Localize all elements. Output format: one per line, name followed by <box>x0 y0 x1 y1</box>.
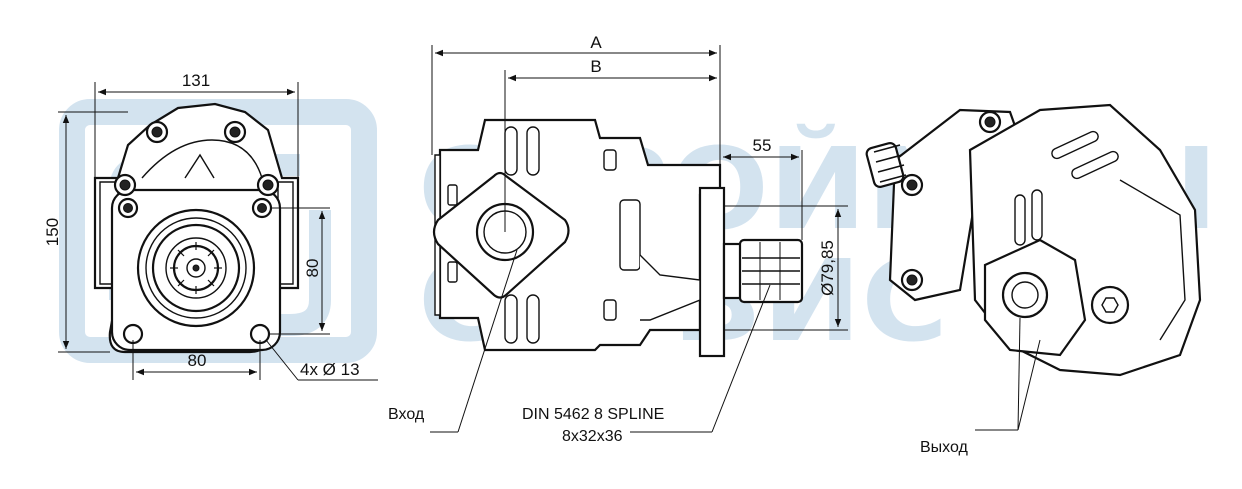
dim-80-horizontal-label: 80 <box>188 351 207 370</box>
dim-b: B <box>504 57 717 232</box>
iso-side-face <box>1119 179 1186 341</box>
spline-callout-line1: DIN 5462 8 SPLINE <box>522 406 664 423</box>
dim-a: A <box>431 33 721 185</box>
holes-callout: 4x Ø 13 <box>265 339 378 381</box>
side-ribs <box>447 126 641 344</box>
outlet-callout: Выход <box>920 317 1041 456</box>
side-mount-flange <box>698 186 726 358</box>
dim-55: 55 <box>723 136 803 240</box>
side-mount-bracket <box>639 254 701 321</box>
dim-150: 150 <box>43 111 128 353</box>
dim-80-vertical-label: 80 <box>303 259 322 278</box>
dim-131-label: 131 <box>182 71 210 90</box>
front-view: 131 150 80 80 4x Ø 13 <box>43 71 378 381</box>
front-mount-holes <box>122 323 271 345</box>
dim-diameter-label: Ø79,85 <box>818 240 837 296</box>
side-view: A B 55 Ø79,85 Вход <box>388 33 848 445</box>
dim-150-label: 150 <box>43 218 62 246</box>
front-top-boss <box>184 153 215 179</box>
iso-hex-socket <box>1101 297 1119 313</box>
front-shaft-rings <box>136 208 256 328</box>
holes-callout-label: 4x Ø 13 <box>300 360 360 379</box>
inlet-callout-label: Вход <box>388 406 425 423</box>
iso-ribs <box>1014 130 1119 246</box>
iso-view: Выход <box>865 103 1202 456</box>
dim-131: 131 <box>94 71 299 178</box>
spline-callout: DIN 5462 8 SPLINE 8x32x36 <box>522 284 771 445</box>
iso-shaft <box>865 142 907 188</box>
inlet-callout: Вход <box>388 249 518 433</box>
dim-80-horizontal: 80 <box>132 340 261 380</box>
spline-callout-line2: 8x32x36 <box>562 428 623 445</box>
dim-diameter: Ø79,85 <box>724 205 848 331</box>
outlet-port-inner <box>1011 281 1039 309</box>
front-spline-teeth <box>170 242 222 294</box>
dim-55-label: 55 <box>753 136 772 155</box>
dim-80-vertical: 80 <box>268 207 330 335</box>
outlet-callout-label: Выход <box>920 439 969 456</box>
front-bolts <box>113 120 280 219</box>
dim-a-label: A <box>590 33 602 52</box>
dim-b-label: B <box>590 57 601 76</box>
side-shaft <box>722 238 804 304</box>
